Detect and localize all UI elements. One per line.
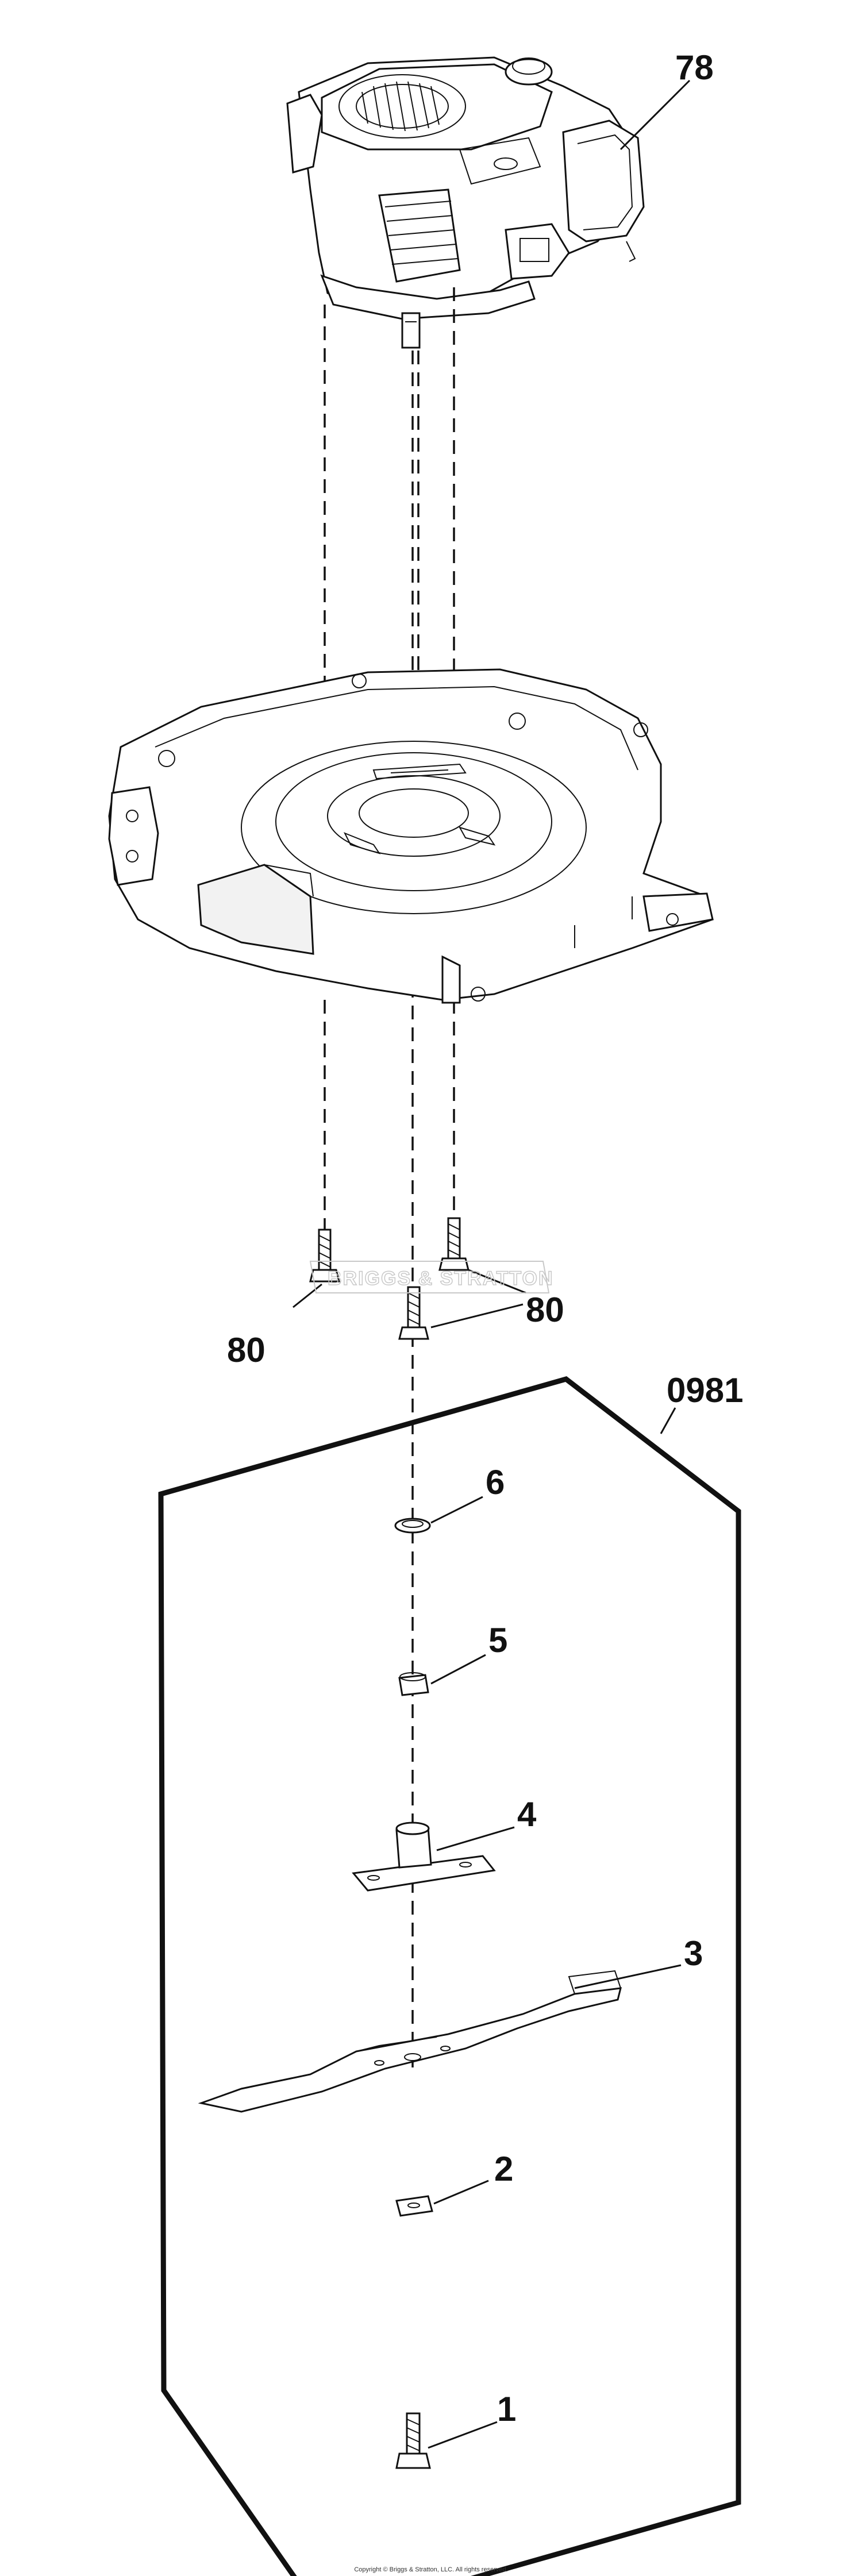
callout-bolt-right: 80 xyxy=(526,1291,564,1329)
callout-item-4: 4 xyxy=(517,1795,537,1834)
kit-box xyxy=(158,1376,741,2576)
part-2-stiffener[interactable] xyxy=(395,2180,489,2217)
part-1-blade-bolt[interactable] xyxy=(395,2412,498,2469)
callout-item-5: 5 xyxy=(488,1621,507,1659)
callout-kit: 0981 xyxy=(667,1371,743,1410)
part-6-washer[interactable] xyxy=(394,1496,483,1534)
watermark-logo: BRIGGS & STRATTON xyxy=(309,1261,554,1293)
recoil-starter xyxy=(338,74,466,138)
fuel-cap xyxy=(505,57,553,86)
part-5-key[interactable] xyxy=(398,1654,486,1696)
engine-bolt-center[interactable] xyxy=(398,1286,429,1340)
part-3-blade[interactable] xyxy=(198,1964,682,2113)
callout-bolt-left: 80 xyxy=(227,1331,265,1369)
air-filter-housing xyxy=(562,120,645,262)
watermark-text: BRIGGS & STRATTON xyxy=(328,1268,554,1289)
callout-item-3: 3 xyxy=(684,1934,703,1973)
callout-item-6: 6 xyxy=(486,1463,505,1501)
callout-engine: 78 xyxy=(675,48,714,87)
callout-item-2: 2 xyxy=(494,2150,513,2188)
cylinder-detail xyxy=(378,188,570,283)
mower-deck[interactable] xyxy=(108,668,714,1004)
alignment-lines xyxy=(324,287,455,2069)
copyright-notice: Copyright © Briggs & Stratton, LLC. All … xyxy=(354,2566,507,2573)
engine-assembly[interactable] xyxy=(286,56,691,349)
engine-bolt-left[interactable] xyxy=(293,1229,340,1308)
crankshaft xyxy=(401,312,421,349)
callout-item-1: 1 xyxy=(497,2390,516,2428)
part-4-blade-adapter[interactable] xyxy=(352,1822,515,1892)
